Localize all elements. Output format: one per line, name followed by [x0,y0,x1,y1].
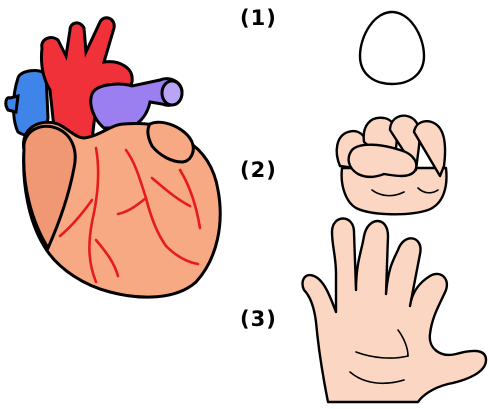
diagram-canvas: (1) (2) (3) [0,0,489,409]
open-hand-illustration [0,0,489,409]
